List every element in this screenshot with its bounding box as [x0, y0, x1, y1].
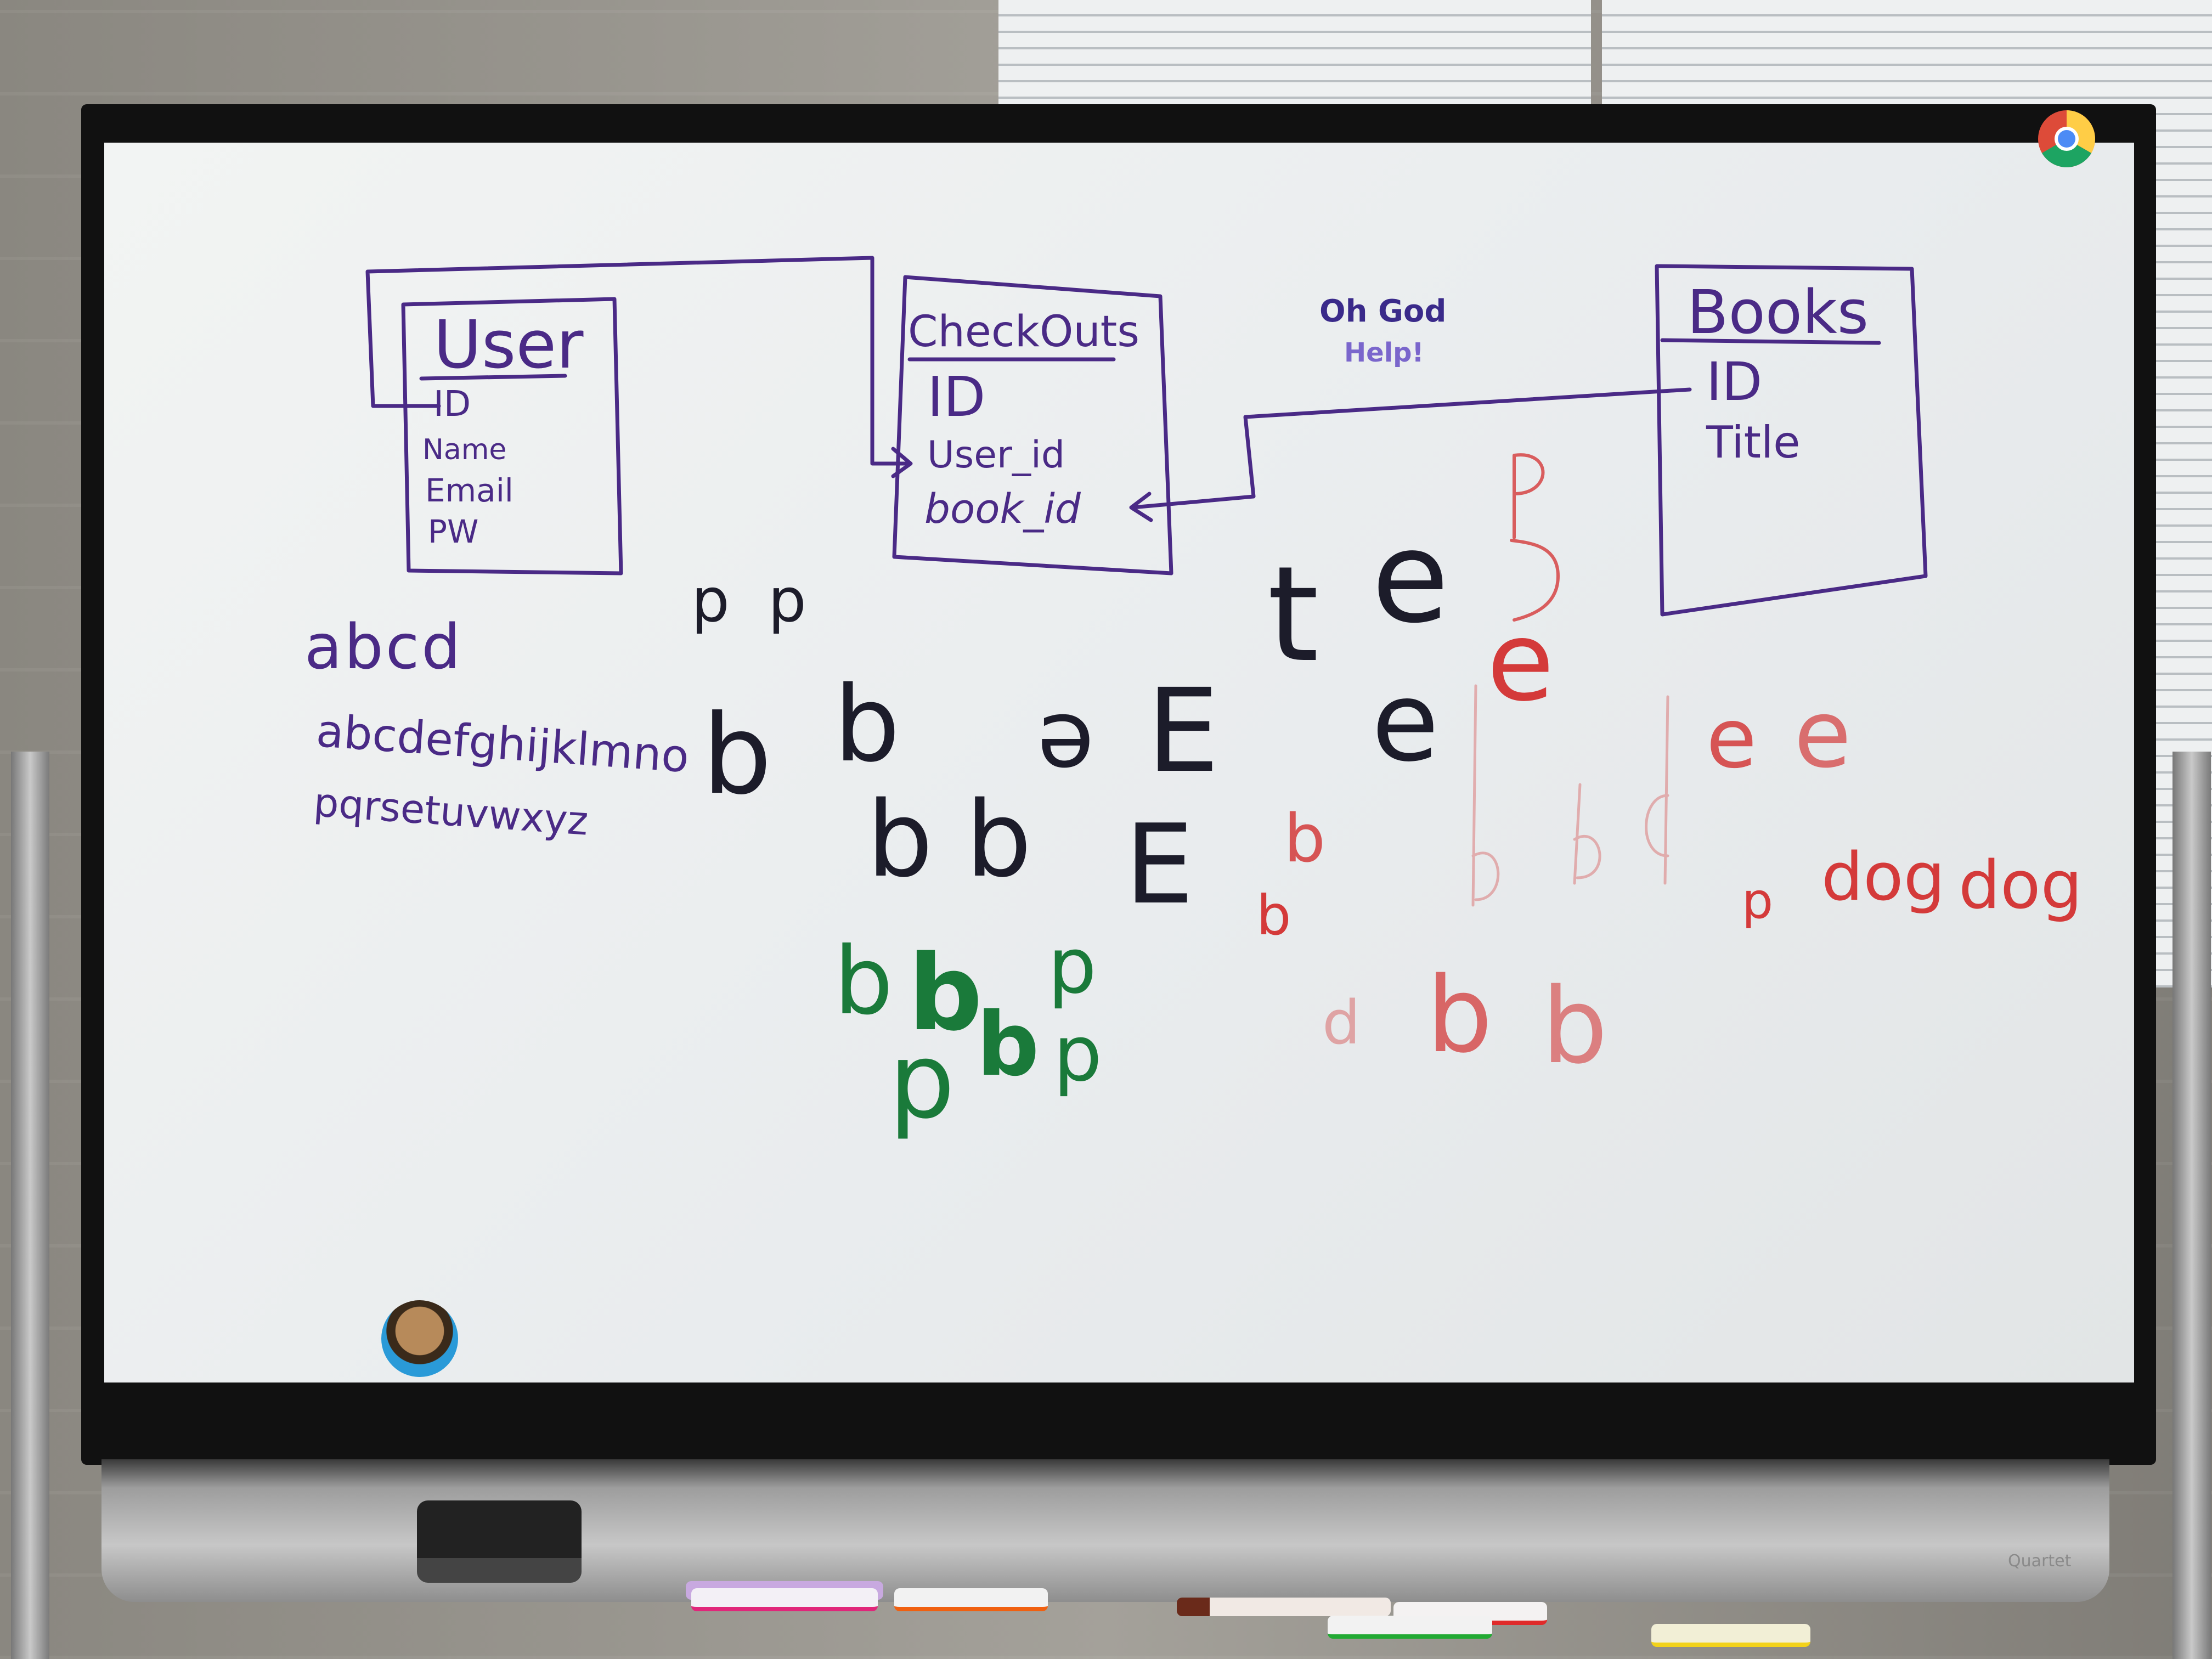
user-field-email: Email [425, 472, 514, 509]
tray-brand-label: Quartet [2008, 1551, 2072, 1571]
books-table-title: Books [1687, 277, 1869, 347]
eraser [417, 1500, 582, 1583]
marker-pink[interactable] [691, 1588, 878, 1611]
books-field-id: ID [1706, 351, 1763, 413]
checkouts-field-book-id: book_id [924, 486, 1081, 533]
chrome-logo-icon [2038, 110, 2095, 167]
books-table-box [1655, 264, 1928, 617]
marker-orange[interactable] [894, 1588, 1048, 1611]
marker-yellow[interactable] [1651, 1624, 1810, 1647]
user-field-id: ID [433, 384, 471, 425]
window-blinds-left [998, 0, 1591, 115]
red-word-dog-1: dog [1821, 839, 1945, 916]
monkey-sticker-icon [381, 1300, 458, 1377]
stand-left-leg [11, 752, 49, 1659]
user-table-title: User [433, 307, 584, 383]
user-table-box [401, 297, 623, 575]
marker-brown[interactable] [1177, 1598, 1391, 1616]
whiteboard-surface [104, 143, 2134, 1383]
connector-user-checkouts [365, 256, 910, 466]
checkouts-field-user-id: User_id [927, 433, 1065, 477]
red-word-dog-2: dog [1959, 848, 2083, 924]
alphabet-short: abcd [304, 612, 463, 683]
user-field-name: Name [422, 433, 507, 466]
marker-green[interactable] [1328, 1616, 1492, 1639]
note-oh-god: Oh God [1319, 294, 1447, 329]
user-field-pw: PW [428, 513, 479, 550]
books-field-title: Title [1706, 417, 1801, 468]
stand-right-leg [2172, 752, 2211, 1659]
connector-books-checkouts [1131, 387, 1692, 510]
checkouts-field-id: ID [927, 365, 986, 429]
note-help: Help! [1344, 337, 1424, 368]
checkouts-table-title: CheckOuts [908, 307, 1139, 357]
